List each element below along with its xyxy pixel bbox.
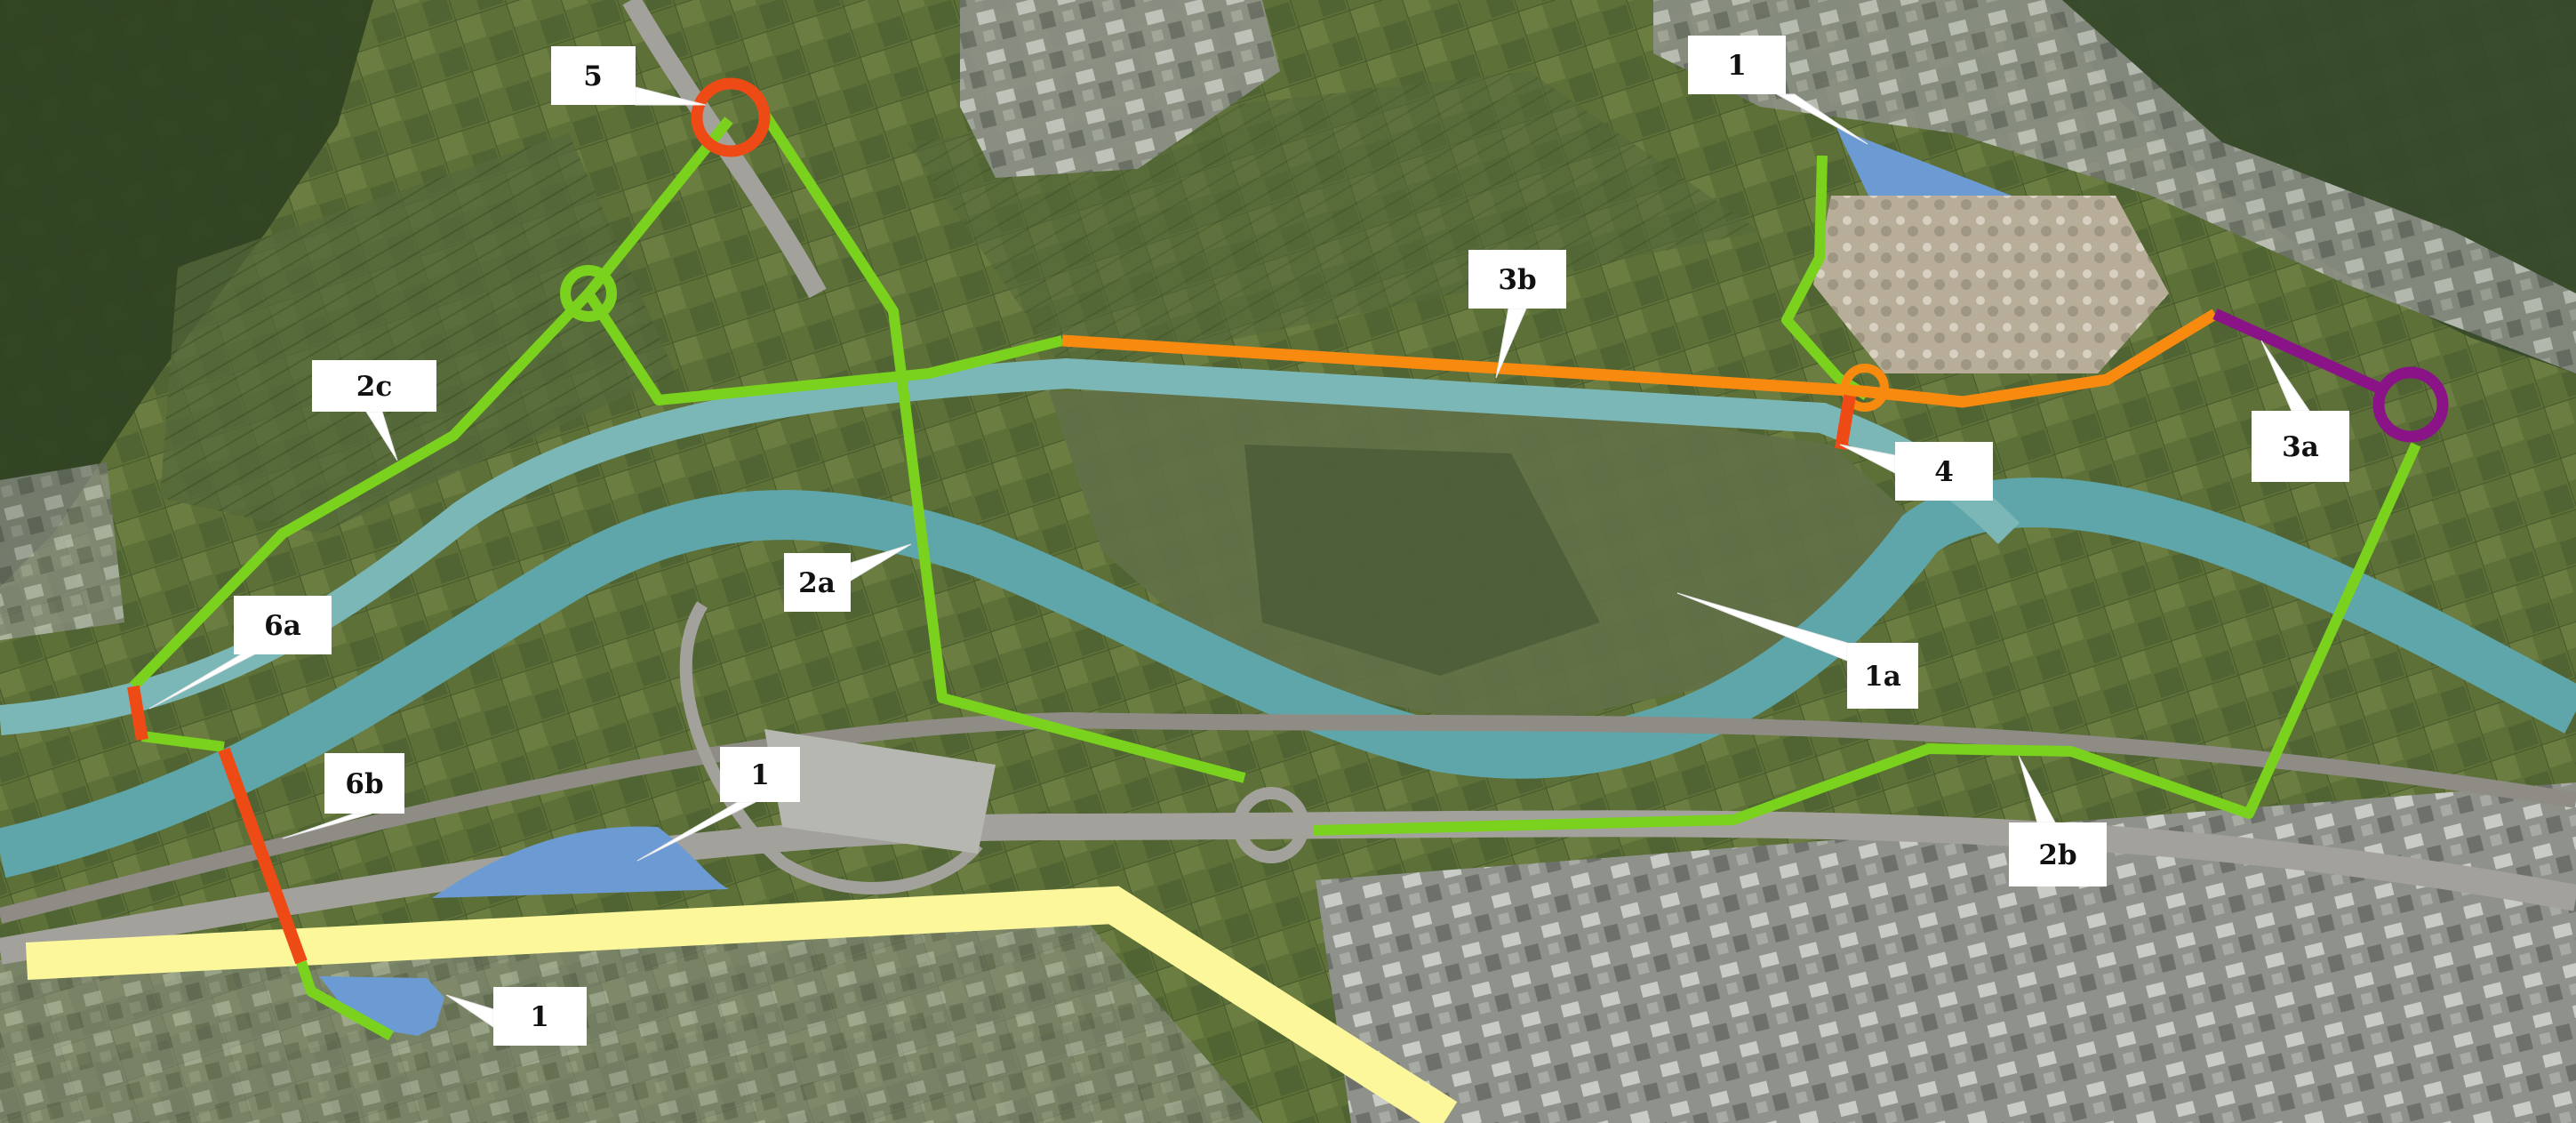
label-6b: 6b <box>324 753 404 814</box>
village-west <box>0 462 124 640</box>
junction-circle-red <box>691 77 771 157</box>
svg-text:3a: 3a <box>2282 431 2319 463</box>
svg-text:1: 1 <box>530 1001 549 1033</box>
label-5: 5 <box>551 46 636 105</box>
basin-south <box>319 976 444 1036</box>
route-2b <box>1313 442 2421 836</box>
svg-text:5: 5 <box>583 60 603 92</box>
junction-circle-orange <box>1841 364 1889 412</box>
basin-north <box>1836 128 2012 196</box>
route-2c-lower <box>141 731 225 752</box>
label-4: 4 <box>1895 442 1993 501</box>
svg-text:1: 1 <box>1727 50 1747 82</box>
route-5-link <box>583 290 1064 405</box>
village-northeast <box>1653 0 2576 373</box>
interchange-loop <box>679 601 983 894</box>
river <box>0 477 2576 878</box>
junction-circle-green <box>560 265 617 322</box>
svg-text:3b: 3b <box>1498 264 1536 296</box>
callout-pointers <box>148 86 2310 1028</box>
label-1a: 1a <box>1847 643 1918 709</box>
town-north <box>960 0 1280 178</box>
junction-circle-purple <box>2372 366 2449 443</box>
roundabout <box>1233 787 1309 863</box>
svg-text:6a: 6a <box>264 610 301 642</box>
highway-proposal <box>25 886 1458 1123</box>
svg-text:2a: 2a <box>798 567 836 599</box>
route-3a <box>2212 309 2385 395</box>
toll-plaza <box>764 729 996 854</box>
svg-text:4: 4 <box>1934 456 1954 488</box>
svg-text:6b: 6b <box>345 768 383 800</box>
basin-middle <box>432 826 729 898</box>
route-3b <box>1061 309 2219 408</box>
quarry <box>1813 196 2169 373</box>
svg-text:2c: 2c <box>356 371 392 403</box>
svg-text:1: 1 <box>750 759 770 791</box>
fields-island <box>1244 445 1600 676</box>
label-3b: 3b <box>1468 250 1566 309</box>
label-1-bottom: 1 <box>493 987 587 1046</box>
industrial-zone-south <box>1316 782 2576 1123</box>
route-6b-south <box>296 960 394 1041</box>
label-1-mid: 1 <box>720 747 800 802</box>
label-3a: 3a <box>2252 411 2349 482</box>
svg-text:2b: 2b <box>2038 839 2076 871</box>
route-2a <box>757 108 1246 783</box>
label-2c: 2c <box>312 360 436 412</box>
motorway <box>0 810 2576 965</box>
route-6b <box>218 747 308 965</box>
label-1-top: 1 <box>1688 36 1786 94</box>
route-4 <box>1835 394 1856 451</box>
railway <box>0 711 2576 924</box>
route-6a <box>127 685 148 742</box>
label-2a: 2a <box>784 553 851 612</box>
route-2c <box>129 116 733 691</box>
label-2b: 2b <box>2009 822 2107 886</box>
label-6a: 6a <box>234 596 332 654</box>
vineyards-west <box>160 133 676 533</box>
svg-text:1a: 1a <box>1864 661 1901 693</box>
